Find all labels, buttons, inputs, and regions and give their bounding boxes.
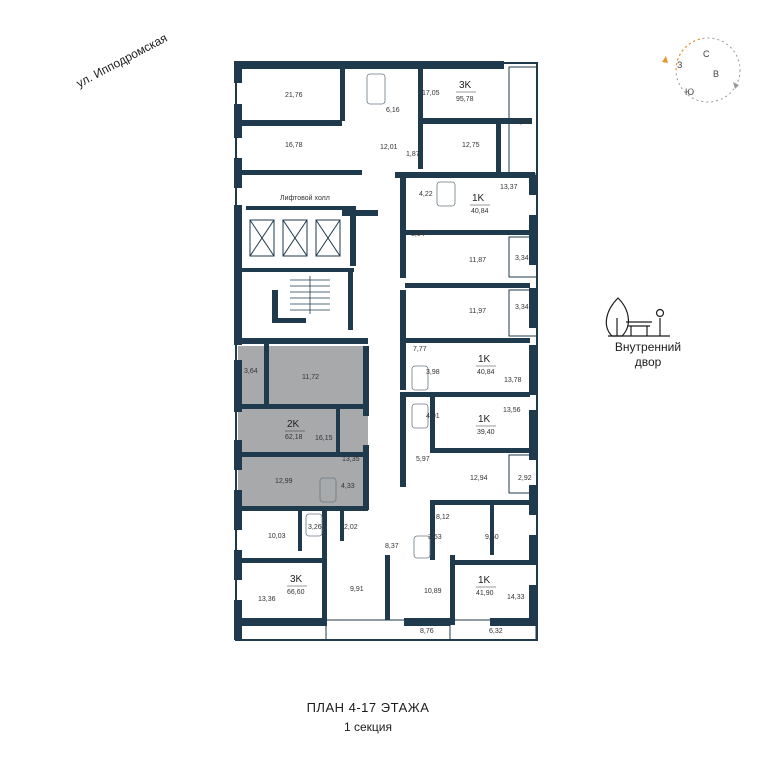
apartment-type: 3K xyxy=(459,80,472,91)
plan-title: ПЛАН 4-17 ЭТАЖА xyxy=(306,700,430,715)
room-area: 6,16 xyxy=(386,107,400,114)
room-area: 16,78 xyxy=(285,142,303,149)
room-area: 12,01 xyxy=(380,144,398,151)
apartment-area: 66,60 xyxy=(287,589,305,596)
room-area: 11,72 xyxy=(302,374,319,381)
room-area: 16,15 xyxy=(315,435,333,442)
room-area: 8,04 xyxy=(411,231,425,238)
room-area: 12,75 xyxy=(462,142,480,149)
lift-hall-label: Лифтовой холл xyxy=(280,194,330,202)
room-area: 3,64 xyxy=(244,368,258,375)
room-area: 5,97 xyxy=(416,456,430,463)
apartment-2k[interactable]: 2K 62,18 xyxy=(285,419,305,441)
apartment-area: 62,18 xyxy=(285,434,303,441)
room-area: 7,77 xyxy=(413,346,427,353)
room-area: 8,76 xyxy=(420,628,434,635)
staircase xyxy=(290,276,330,314)
room-area: 13,35 xyxy=(342,456,360,463)
room-area: 3,98 xyxy=(426,369,440,376)
compass-icon: С Ю З В xyxy=(662,37,741,103)
room-area: 3,26 xyxy=(308,524,322,531)
apartment-type: 1K xyxy=(478,414,491,425)
room-area: 13,36 xyxy=(258,596,276,603)
apartment-type: 1K xyxy=(472,193,485,204)
room-area: 12,94 xyxy=(470,475,488,482)
room-area: 13,56 xyxy=(503,407,521,414)
bath-fixtures xyxy=(305,73,456,559)
apartment-type: 2K xyxy=(287,419,300,430)
room-area: 17,05 xyxy=(422,90,440,97)
courtyard-label: Внутренний двор xyxy=(598,340,698,370)
apartment-3k-top[interactable]: 3K 95,78 xyxy=(456,80,476,103)
apartment-3k-bottom[interactable]: 3K 66,60 xyxy=(287,574,307,596)
highlighted-apartment-2k[interactable] xyxy=(238,346,368,508)
compass-east: В xyxy=(713,69,719,79)
apartment-area: 40,84 xyxy=(471,208,489,215)
room-area: 10,03 xyxy=(268,533,286,540)
room-area: 3,53 xyxy=(428,534,442,541)
compass-west: З xyxy=(677,60,682,70)
apartment-1k-4[interactable]: 1K 41,90 xyxy=(476,575,496,597)
room-areas: 21,76 6,16 17,05 7,40 16,78 12,01 1,87 1… xyxy=(244,90,532,635)
room-area: 12,99 xyxy=(275,478,293,485)
apartment-1k-3[interactable]: 1K 39,40 xyxy=(476,414,496,436)
courtyard-icon xyxy=(605,297,670,337)
room-area: 10,89 xyxy=(424,588,442,595)
room-area: 2,02 xyxy=(344,524,358,531)
courtyard-line1: Внутренний xyxy=(614,340,682,354)
room-area: 7,40 xyxy=(516,119,530,126)
apartment-area: 40,84 xyxy=(477,369,495,376)
elevators xyxy=(249,219,341,257)
apartment-type: 1K xyxy=(478,575,491,586)
room-area: 14,33 xyxy=(507,594,525,601)
apartment-area: 95,78 xyxy=(456,96,474,103)
walls xyxy=(234,61,537,640)
apartment-type: 1K xyxy=(478,354,491,365)
room-area: 1,87 xyxy=(406,151,420,158)
compass-north: С xyxy=(703,49,710,59)
room-area: 13,78 xyxy=(504,377,522,384)
room-area: 3,34 xyxy=(515,304,529,311)
room-area: 8,12 xyxy=(436,514,450,521)
apartment-type: 3K xyxy=(290,574,303,585)
room-area: 11,97 xyxy=(469,308,486,315)
apartment-1k-2[interactable]: 1K 40,84 xyxy=(476,354,496,376)
room-area: 4,22 xyxy=(419,191,433,198)
plan-subtitle: 1 секция xyxy=(343,720,392,734)
room-area: 11,87 xyxy=(469,257,486,264)
apartment-1k-1[interactable]: 1K 40,84 xyxy=(470,193,490,215)
courtyard-line2: двор xyxy=(634,355,662,369)
room-area: 4,33 xyxy=(341,483,355,490)
room-area: 2,92 xyxy=(518,475,532,482)
apartment-area: 41,90 xyxy=(476,590,494,597)
balcony-mid-right xyxy=(508,454,538,494)
room-area: 21,76 xyxy=(285,92,303,99)
room-area: 8,37 xyxy=(385,543,399,550)
room-area: 9,60 xyxy=(485,534,499,541)
room-area: 3,34 xyxy=(515,255,529,262)
room-area: 6,32 xyxy=(489,628,503,635)
room-area: 9,91 xyxy=(350,586,364,593)
room-area: 4,01 xyxy=(426,413,440,420)
apartment-area: 39,40 xyxy=(477,429,495,436)
compass-south: Ю xyxy=(685,87,694,97)
room-area: 13,37 xyxy=(500,184,518,191)
